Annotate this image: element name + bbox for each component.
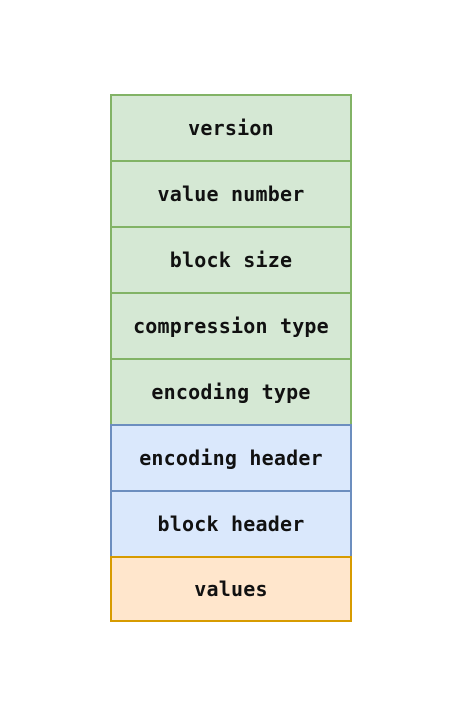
block-values: values <box>110 556 352 622</box>
block-value-number: value number <box>110 160 352 226</box>
block-version: version <box>110 94 352 160</box>
block-block-size: block size <box>110 226 352 292</box>
block-layout-diagram: version value number block size compress… <box>110 94 352 622</box>
block-block-header: block header <box>110 490 352 556</box>
block-compression-type: compression type <box>110 292 352 358</box>
block-encoding-header: encoding header <box>110 424 352 490</box>
block-encoding-type: encoding type <box>110 358 352 424</box>
